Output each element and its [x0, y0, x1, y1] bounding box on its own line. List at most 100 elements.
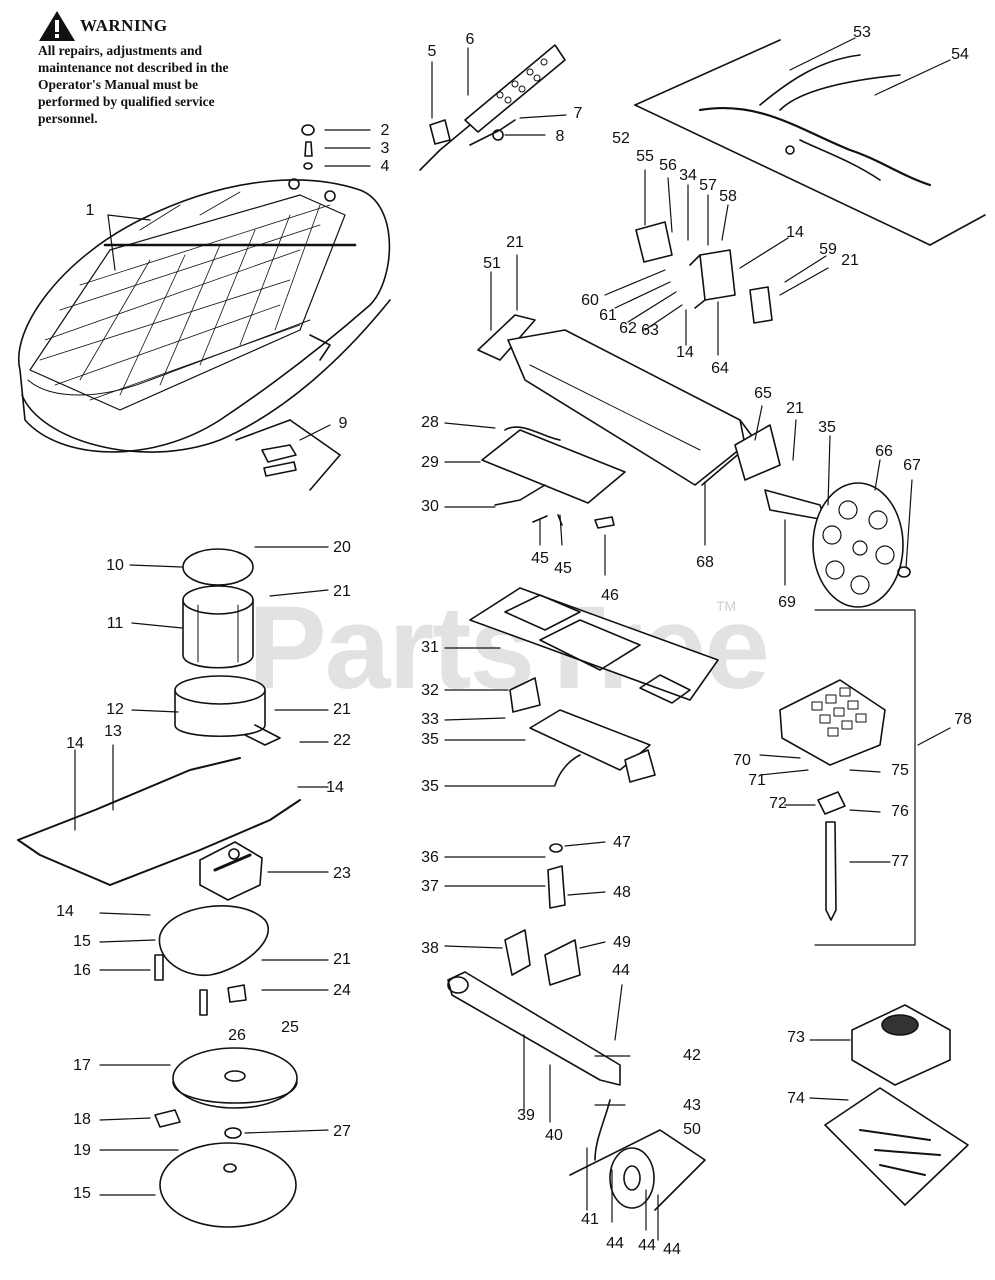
- callout-69: 69: [778, 594, 796, 611]
- callout-14: 14: [66, 735, 84, 752]
- callout-34: 34: [679, 167, 697, 184]
- callout-8: 8: [556, 128, 565, 145]
- callout-21: 21: [786, 400, 804, 417]
- callout-44: 44: [606, 1235, 624, 1252]
- callout-12: 12: [106, 701, 124, 718]
- callout-14: 14: [786, 224, 804, 241]
- callout-13: 13: [104, 723, 122, 740]
- callout-70: 70: [733, 752, 751, 769]
- part-25: [199, 841, 263, 901]
- callout-5: 5: [428, 43, 437, 60]
- callout-47: 47: [613, 834, 631, 851]
- callout-54: 54: [951, 46, 969, 63]
- callout-labels: 1234567891011121314141414141515161718192…: [56, 24, 972, 1258]
- callout-38: 38: [421, 940, 439, 957]
- callout-18: 18: [73, 1111, 91, 1128]
- callout-59: 59: [819, 241, 837, 258]
- warning-text: All repairs, adjustments and maintenance…: [38, 43, 229, 126]
- callout-65: 65: [754, 385, 772, 402]
- callout-15: 15: [73, 933, 91, 950]
- callout-21: 21: [506, 234, 524, 251]
- callout-64: 64: [711, 360, 729, 377]
- callout-73: 73: [787, 1029, 805, 1046]
- callout-26: 26: [228, 1027, 246, 1044]
- callout-2: 2: [381, 122, 390, 139]
- callout-15: 15: [73, 1185, 91, 1202]
- callout-55: 55: [636, 148, 654, 165]
- callout-21: 21: [333, 951, 351, 968]
- callout-17: 17: [73, 1057, 91, 1074]
- callout-44: 44: [663, 1241, 681, 1258]
- callout-44: 44: [612, 962, 630, 979]
- callout-11: 11: [107, 615, 124, 632]
- callout-19: 19: [73, 1142, 91, 1159]
- part-9: [235, 419, 341, 491]
- callout-35: 35: [421, 731, 439, 748]
- callout-43: 43: [683, 1097, 701, 1114]
- callout-14: 14: [676, 344, 694, 361]
- callout-14: 14: [326, 779, 344, 796]
- callout-67: 67: [903, 457, 921, 474]
- callout-49: 49: [613, 934, 631, 951]
- callout-21: 21: [841, 252, 859, 269]
- callout-36: 36: [421, 849, 439, 866]
- callout-10: 10: [106, 557, 124, 574]
- warning-title: WARNING: [80, 16, 168, 35]
- callout-27: 27: [333, 1123, 351, 1140]
- callout-61: 61: [599, 307, 617, 324]
- callout-50: 50: [683, 1121, 701, 1138]
- callout-1: 1: [86, 202, 95, 219]
- callout-4: 4: [381, 158, 390, 175]
- callout-72: 72: [769, 795, 787, 812]
- callout-71: 71: [748, 772, 766, 789]
- callout-22: 22: [333, 732, 351, 749]
- callout-31: 31: [421, 639, 439, 656]
- callout-37: 37: [421, 878, 439, 895]
- callout-14: 14: [56, 903, 74, 920]
- callout-62: 62: [619, 320, 637, 337]
- callout-21: 21: [333, 583, 351, 600]
- callout-30: 30: [421, 498, 439, 515]
- callout-57: 57: [699, 177, 717, 194]
- callout-33: 33: [421, 711, 439, 728]
- callout-58: 58: [719, 188, 737, 205]
- callout-53: 53: [853, 24, 871, 41]
- callout-46: 46: [601, 587, 619, 604]
- callout-60: 60: [581, 292, 599, 309]
- callout-29: 29: [421, 454, 439, 471]
- callout-56: 56: [659, 157, 677, 174]
- callout-44: 44: [638, 1237, 656, 1254]
- callout-16: 16: [73, 962, 91, 979]
- callout-35: 35: [818, 419, 836, 436]
- callout-7: 7: [574, 105, 583, 122]
- solar-cover: [17, 178, 391, 453]
- callout-45: 45: [531, 550, 549, 567]
- callout-51: 51: [483, 255, 501, 272]
- callout-20: 20: [333, 539, 351, 556]
- callout-74: 74: [787, 1090, 805, 1107]
- callout-32: 32: [421, 682, 439, 699]
- callout-63: 63: [641, 322, 659, 339]
- callout-28: 28: [421, 414, 439, 431]
- callout-6: 6: [466, 31, 475, 48]
- callout-3: 3: [381, 140, 390, 157]
- callout-39: 39: [517, 1107, 535, 1124]
- callout-76: 76: [891, 803, 909, 820]
- callout-77: 77: [891, 853, 909, 870]
- callout-68: 68: [696, 554, 714, 571]
- callout-48: 48: [613, 884, 631, 901]
- callout-9: 9: [339, 415, 348, 432]
- callout-41: 41: [581, 1211, 599, 1228]
- watermark-tm: TM: [716, 598, 737, 614]
- callout-23: 23: [333, 865, 351, 882]
- callout-25: 25: [281, 1019, 299, 1036]
- callout-40: 40: [545, 1127, 563, 1144]
- warning-triangle-icon: [39, 11, 75, 41]
- callout-66: 66: [875, 443, 893, 460]
- callout-42: 42: [683, 1047, 701, 1064]
- callout-24: 24: [333, 982, 351, 999]
- callout-35: 35: [421, 778, 439, 795]
- callout-75: 75: [891, 762, 909, 779]
